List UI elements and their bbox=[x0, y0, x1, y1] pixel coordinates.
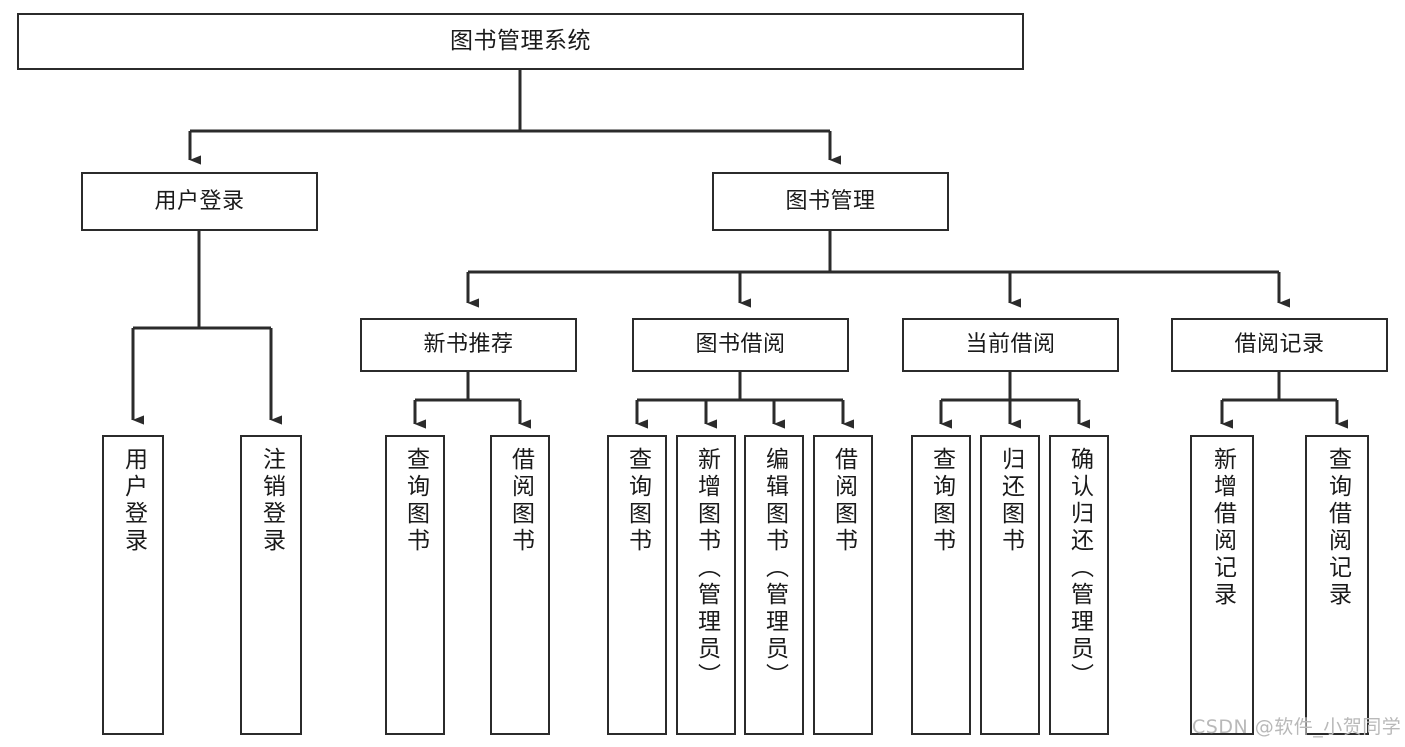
node-current-borrowing[interactable]: 当前借阅 bbox=[902, 318, 1119, 372]
node-label: 编辑图书（管理员） bbox=[761, 447, 788, 690]
node-label: 新增图书（管理员） bbox=[693, 447, 720, 690]
leaf-query-borrow-record[interactable]: 查询借阅记录 bbox=[1305, 435, 1369, 735]
leaf-add-book-admin[interactable]: 新增图书（管理员） bbox=[676, 435, 736, 735]
leaf-logout[interactable]: 注销登录 bbox=[240, 435, 302, 735]
leaf-return-book[interactable]: 归还图书 bbox=[980, 435, 1040, 735]
leaf-edit-book-admin[interactable]: 编辑图书（管理员） bbox=[744, 435, 804, 735]
node-label: 查询图书 bbox=[928, 447, 955, 555]
node-label: 图书管理 bbox=[785, 188, 876, 214]
node-label: 用户登录 bbox=[154, 188, 245, 214]
leaf-query-book-current[interactable]: 查询图书 bbox=[911, 435, 971, 735]
leaf-add-borrow-record[interactable]: 新增借阅记录 bbox=[1190, 435, 1254, 735]
leaf-user-login[interactable]: 用户登录 bbox=[102, 435, 164, 735]
leaf-query-book-borrow[interactable]: 查询图书 bbox=[607, 435, 667, 735]
node-label: 查询借阅记录 bbox=[1324, 447, 1351, 609]
node-label: 确认归还（管理员） bbox=[1066, 447, 1093, 690]
node-label: 新增借阅记录 bbox=[1209, 447, 1236, 609]
node-borrowing-record[interactable]: 借阅记录 bbox=[1171, 318, 1388, 372]
node-book-management[interactable]: 图书管理 bbox=[712, 172, 949, 231]
leaf-borrow-book[interactable]: 借阅图书 bbox=[813, 435, 873, 735]
leaf-borrow-book-recommend[interactable]: 借阅图书 bbox=[490, 435, 550, 735]
node-label: 借阅图书 bbox=[830, 447, 857, 555]
node-label: 借阅图书 bbox=[507, 447, 534, 555]
leaf-query-book-recommend[interactable]: 查询图书 bbox=[385, 435, 445, 735]
node-label: 查询图书 bbox=[402, 447, 429, 555]
node-label: 图书借阅 bbox=[695, 332, 786, 358]
leaf-confirm-return-admin[interactable]: 确认归还（管理员） bbox=[1049, 435, 1109, 735]
node-label: 用户登录 bbox=[120, 447, 147, 555]
node-root-book-management-system[interactable]: 图书管理系统 bbox=[17, 13, 1024, 70]
node-label: 查询图书 bbox=[624, 447, 651, 555]
node-user-login[interactable]: 用户登录 bbox=[81, 172, 318, 231]
node-label: 当前借阅 bbox=[965, 332, 1056, 358]
csdn-watermark: CSDN @软件_小贺同学 bbox=[1192, 716, 1402, 738]
node-book-borrowing[interactable]: 图书借阅 bbox=[632, 318, 849, 372]
node-label: 新书推荐 bbox=[423, 332, 514, 358]
node-label: 图书管理系统 bbox=[450, 27, 591, 54]
node-label: 注销登录 bbox=[258, 447, 285, 555]
node-label: 借阅记录 bbox=[1234, 332, 1325, 358]
node-new-book-recommendation[interactable]: 新书推荐 bbox=[360, 318, 577, 372]
node-label: 归还图书 bbox=[997, 447, 1024, 555]
